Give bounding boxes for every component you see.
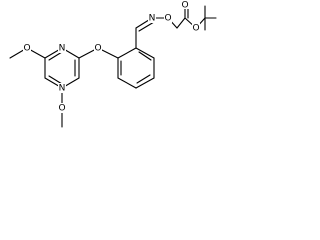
bond — [136, 74, 151, 84]
bond — [138, 51, 152, 61]
atom-label: N — [59, 84, 66, 94]
atom-labels: O N N O O N O O — [23, 0, 200, 114]
bond — [48, 51, 63, 61]
atom-label: O — [23, 44, 30, 54]
bond — [135, 77, 155, 89]
chemical-structure: O N N O O N O O — [9, 0, 217, 128]
atom-label: O — [58, 104, 65, 114]
atom-n-oxime: N — [148, 13, 156, 24]
atom-label: N — [149, 14, 156, 24]
bond — [117, 47, 137, 59]
atom-o-ester: O — [192, 23, 200, 34]
bond — [176, 17, 186, 29]
atom-label: O — [164, 14, 171, 24]
atom-o-carbonyl: O — [181, 0, 189, 11]
atom-o-methoxy-top: O — [23, 43, 31, 54]
bond — [117, 77, 137, 89]
atom-label: O — [181, 1, 188, 11]
bonds — [9, 3, 217, 128]
bond — [138, 21, 155, 32]
atom-o-aryl-ether: O — [94, 43, 102, 54]
atom-o-methoxy-bottom: O — [58, 103, 66, 114]
bond — [48, 75, 63, 85]
atom-n-ring-bottom: N — [58, 83, 66, 94]
atom-n-ring-top: N — [58, 43, 66, 54]
atom-o-oxime: O — [164, 13, 172, 24]
atom-label: O — [192, 24, 199, 34]
atom-label: N — [59, 44, 66, 54]
atom-label: O — [94, 44, 101, 54]
bond — [135, 47, 155, 59]
